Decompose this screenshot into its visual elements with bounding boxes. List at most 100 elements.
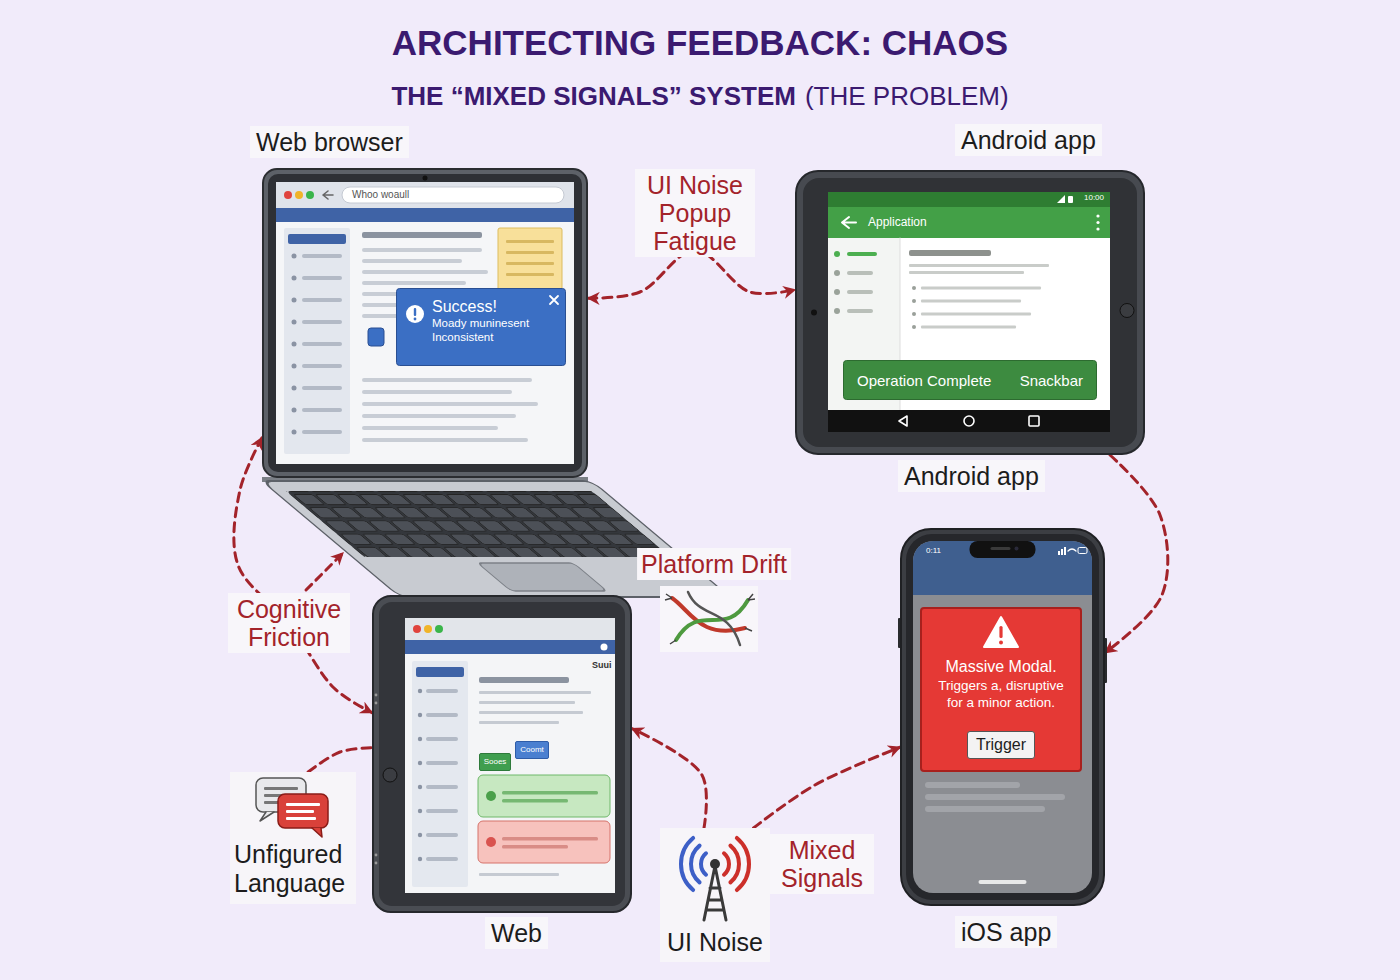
sidebar-item [416,667,464,677]
status-time: 0:11 [926,546,941,556]
content-line [479,691,591,694]
diagram-title: ARCHITECTING FEEDBACK: CHAOS [0,22,1400,64]
phone-frame [901,529,1104,905]
list-line [426,713,458,717]
warning-mark [999,626,1002,638]
content-line [362,259,462,263]
list-dot [292,342,297,347]
nav-line [847,252,877,256]
note-line [506,262,554,265]
faded-row [925,794,1065,800]
list-dot [418,833,422,837]
content-line [362,390,512,394]
outline-group [256,778,328,837]
window-button [306,191,314,199]
snackbar-box [844,361,1097,400]
modal-box [921,608,1081,771]
alert-icon [406,305,424,323]
status-time: 10:00 [1084,193,1104,203]
browser-chrome [276,182,574,208]
list-line [302,320,342,324]
status-icon [486,791,496,801]
nav-icon [834,289,840,295]
outline-group [263,169,587,477]
signal-wave [730,846,739,883]
list-line [302,408,342,412]
connector-label: UI Noise Popup Fatigue [635,169,755,257]
outline-group [898,529,1107,905]
tangled-wire [676,600,748,640]
list-line [426,809,458,813]
snackbar-text: Snackbar [1020,372,1083,389]
close-icon [550,296,558,304]
screen [913,541,1092,893]
device-label: Web [485,917,548,949]
tablet-frame [373,596,631,912]
sidebar-item [288,234,346,244]
device-label: Web browser [250,126,409,158]
top-bar [913,573,1092,595]
web-tablet: SuuiWebSooesCoomt [372,595,632,913]
hardware-button [1120,304,1134,318]
warning-icon [984,617,1018,647]
bezel [803,178,1137,447]
content-line [479,701,575,704]
error-banner [478,821,610,863]
content-line [909,271,1024,274]
notch [970,541,1036,558]
warning-mark [999,641,1003,645]
dashed-connector [632,729,706,828]
popup-box [397,289,566,366]
bezel [906,534,1099,900]
home-indicator [979,880,1027,884]
content-line [362,281,466,285]
list-dot [418,713,422,717]
popup-title: Success! [432,297,544,316]
window-button [295,191,303,199]
content-line [921,313,1031,316]
camera [1015,547,1019,551]
back-icon [842,217,856,228]
list-line [302,276,342,280]
android-tablet-outline [795,170,1145,455]
menu-dot [1096,221,1099,224]
popup-body: Moady muninesent Inconsistent [432,316,544,344]
list-dot [292,430,297,435]
nav-icon [834,251,840,257]
nav-line [847,309,873,313]
laptop-screen: Web browserWhoo woaullSuccess!Moady muni… [262,168,588,478]
bullet [912,299,916,303]
sidebar [412,661,468,887]
button-text: Sooes [483,757,507,767]
window-button [284,191,292,199]
window-button [424,625,432,633]
device-label: Android app [955,124,1102,156]
list-line [426,833,458,837]
list-line [302,386,342,390]
faded-row [925,782,1020,788]
content-heading [909,250,991,256]
nav-back [899,416,907,426]
signal-bar [1061,549,1063,555]
list-dot [418,785,422,789]
bubble-line [264,787,298,790]
faded-row [925,806,1045,812]
keyboard-keys [286,491,671,557]
content-line [921,326,1016,329]
alert-mark [414,308,416,316]
bubble-line [286,810,314,813]
dashed-connector [308,748,372,772]
subtitle-row: THE “MIXED SIGNALS” SYSTEM(THE PROBLEM) [0,80,1400,112]
outline-group [844,361,1097,400]
list-line [426,785,458,789]
subtitle-note: (THE PROBLEM) [805,80,1009,112]
signal-wave [724,853,729,874]
signal-wave [681,838,693,890]
header-bar [276,208,574,222]
success-banner [478,775,610,817]
alert-mark [414,318,417,321]
content-line [362,248,482,252]
connector-label: Cognitive Friction [228,593,350,653]
menu-dot [1096,214,1099,217]
app-bar-title: Application [868,215,927,229]
